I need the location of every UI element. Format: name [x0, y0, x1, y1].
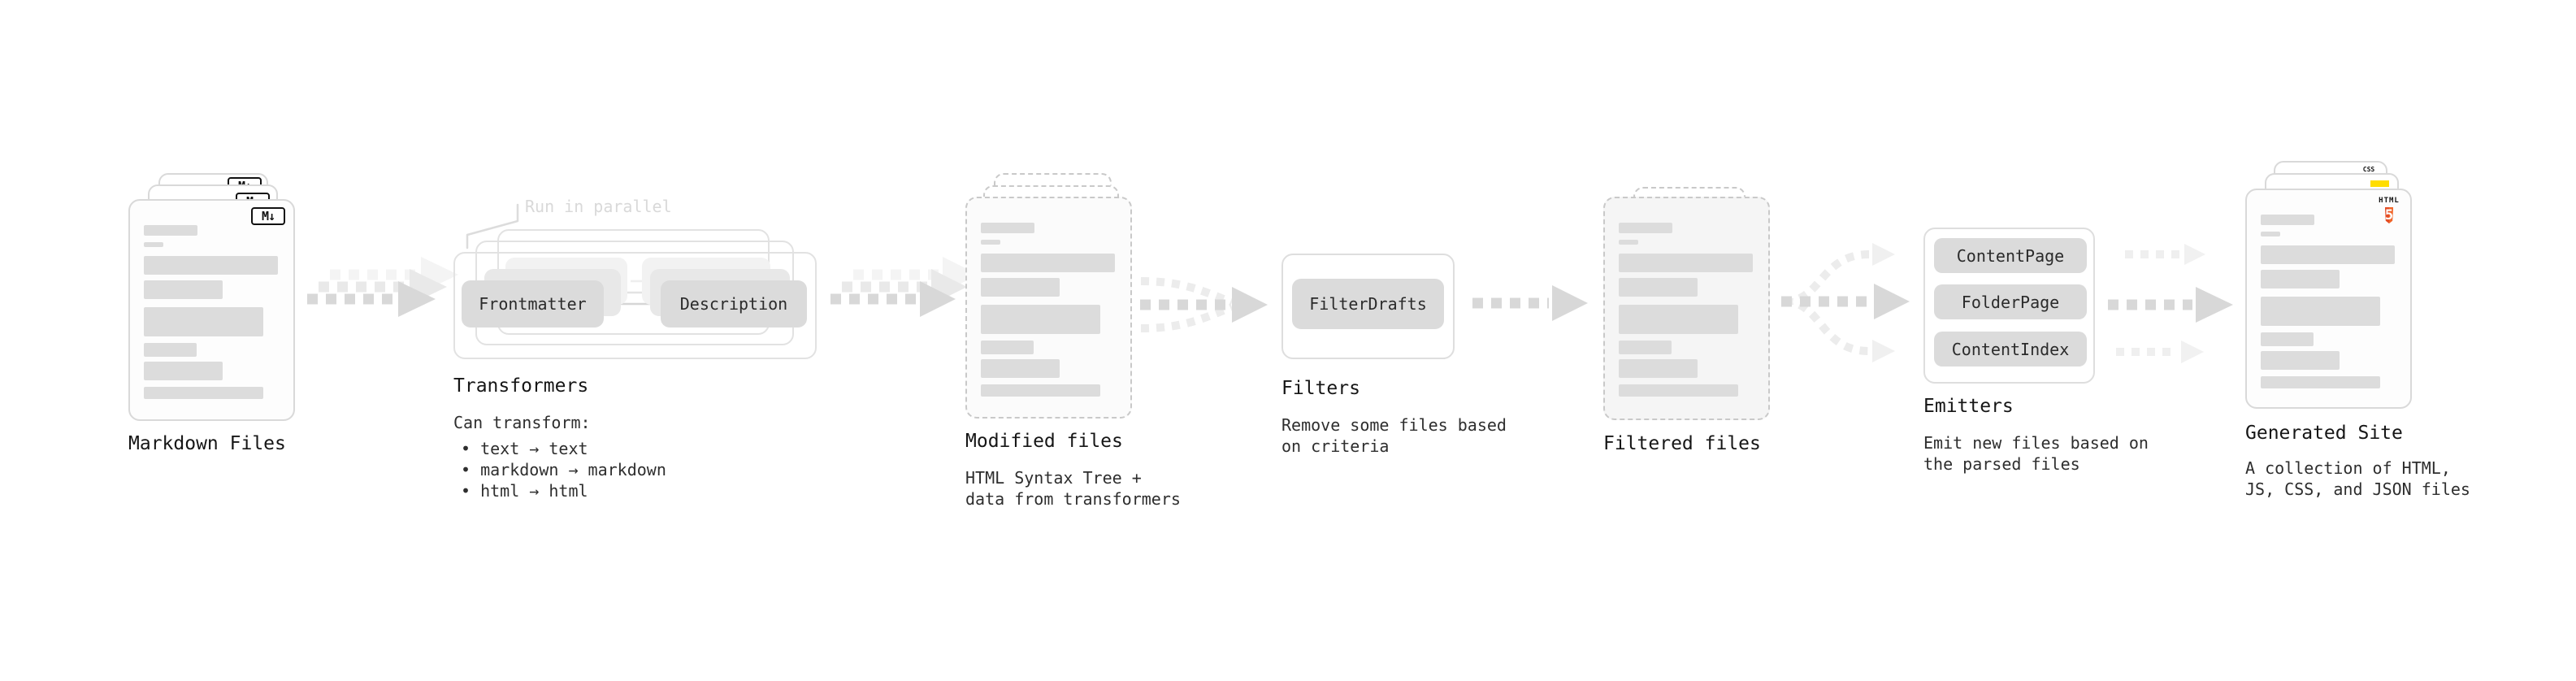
emitter-box-contentindex: ContentIndex — [1934, 332, 2087, 367]
placeholder-text-bar — [2261, 332, 2314, 346]
transformer-box-frontmatter: Frontmatter — [462, 280, 604, 327]
node-label: Markdown Files — [128, 433, 286, 454]
node-description: A collection of HTML, — [2245, 458, 2451, 478]
placeholder-text-bar — [144, 343, 197, 357]
file-card — [965, 197, 1132, 419]
node-description: Emit new files based on — [1923, 433, 2149, 453]
node-description: Remove some files based — [1281, 415, 1507, 435]
placeholder-text-bar — [981, 384, 1100, 397]
placeholder-text-bar — [144, 242, 163, 247]
placeholder-text-bar — [144, 256, 278, 275]
css-icon: CSS — [2362, 166, 2375, 173]
placeholder-text-bar — [1619, 223, 1672, 233]
node-description: the parsed files — [1923, 454, 2080, 474]
html5-icon: HTML 5 — [2379, 197, 2400, 223]
parallel-container — [453, 252, 817, 359]
placeholder-text-bar — [1619, 359, 1698, 378]
arrow-modified-to-filters — [1140, 277, 1268, 332]
js-icon — [2370, 180, 2389, 187]
placeholder-text-bar — [144, 387, 263, 399]
placeholder-text-bar — [981, 254, 1115, 272]
placeholder-text-bar — [981, 223, 1034, 233]
arrow-filtered-to-emitters — [1781, 243, 1910, 362]
placeholder-text-bar — [981, 359, 1060, 378]
file-card: HTML 5 — [2245, 189, 2412, 409]
placeholder-text-bar — [1619, 305, 1738, 334]
markdown-icon: M↓ — [251, 207, 285, 225]
placeholder-text-bar — [1619, 384, 1738, 397]
node-label: Filtered files — [1603, 433, 1761, 454]
transform-bullet: text → text — [461, 439, 588, 458]
file-card: M↓ — [128, 199, 295, 421]
arrow-markdown-to-transformers — [307, 257, 458, 317]
node-description: on criteria — [1281, 436, 1390, 456]
node-description: Can transform: — [453, 413, 591, 432]
node-label: Transformers — [453, 375, 589, 397]
emitter-box-folderpage: FolderPage — [1934, 284, 2087, 319]
placeholder-text-bar — [144, 280, 223, 299]
placeholder-text-bar — [144, 307, 263, 336]
placeholder-text-bar — [144, 362, 223, 380]
transform-bullet: markdown → markdown — [461, 460, 666, 479]
node-label: Generated Site — [2245, 423, 2403, 444]
run-in-parallel-leader-line — [466, 203, 519, 249]
file-card — [1603, 197, 1770, 420]
arrow-emitters-to-generated — [2108, 244, 2233, 363]
node-description: data from transformers — [965, 489, 1181, 509]
placeholder-text-bar — [2261, 232, 2280, 236]
node-label: Filters — [1281, 378, 1360, 399]
placeholder-text-bar — [2261, 245, 2395, 264]
arrow-transformers-to-modified — [830, 257, 978, 317]
placeholder-text-bar — [981, 240, 1000, 245]
emitter-box-contentpage: ContentPage — [1934, 238, 2087, 273]
placeholder-text-bar — [981, 305, 1100, 334]
run-in-parallel-label: Run in parallel — [525, 197, 672, 216]
placeholder-text-bar — [1619, 254, 1753, 272]
placeholder-text-bar — [2261, 270, 2340, 288]
placeholder-text-bar — [1619, 340, 1672, 354]
transform-bullet: html → html — [461, 481, 588, 501]
placeholder-text-bar — [2261, 376, 2380, 388]
placeholder-text-bar — [981, 340, 1034, 354]
placeholder-text-bar — [144, 225, 197, 236]
placeholder-text-bar — [2261, 351, 2340, 370]
filter-box-filterdrafts: FilterDrafts — [1292, 279, 1444, 329]
placeholder-text-bar — [1619, 240, 1638, 245]
placeholder-text-bar — [1619, 278, 1698, 297]
transformer-box-description: Description — [661, 280, 807, 327]
node-description: JS, CSS, and JSON files — [2245, 479, 2470, 499]
placeholder-text-bar — [2261, 215, 2314, 225]
node-label: Modified files — [965, 431, 1123, 452]
node-description: HTML Syntax Tree + — [965, 468, 1142, 488]
arrow-filters-to-filtered — [1472, 285, 1588, 321]
node-label: Emitters — [1923, 396, 2014, 417]
placeholder-text-bar — [2261, 297, 2380, 326]
placeholder-text-bar — [981, 278, 1060, 297]
